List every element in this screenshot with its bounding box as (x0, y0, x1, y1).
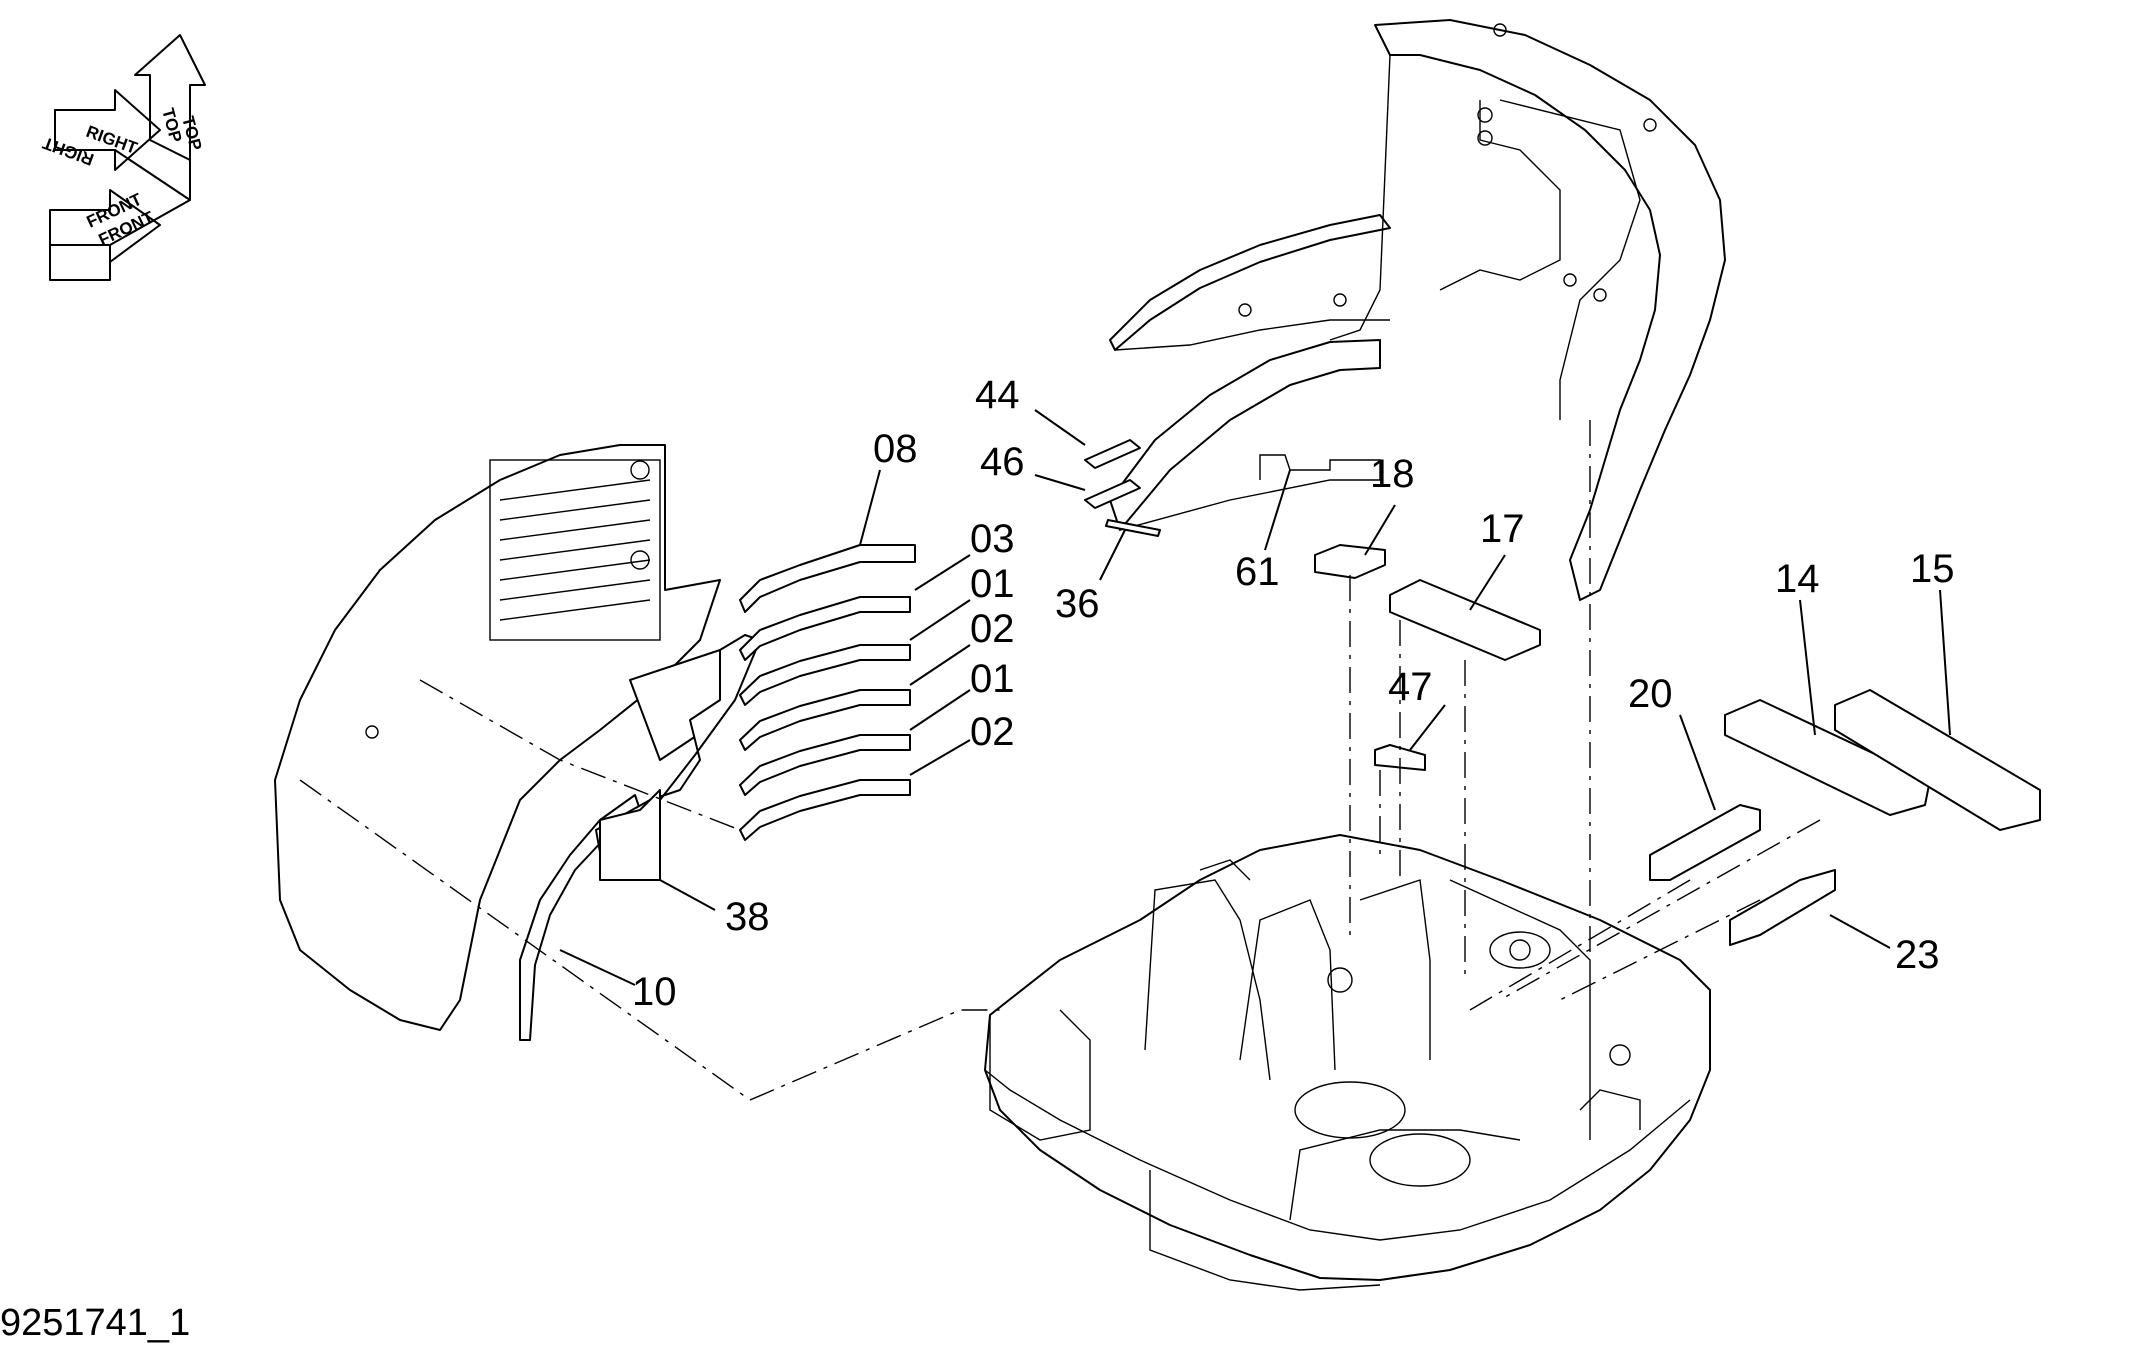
callout-17: 17 (1480, 507, 1525, 551)
strip-part-08 (739, 544, 916, 613)
pad-part-46 (1084, 479, 1141, 509)
callout-02b: 02 (970, 710, 1015, 754)
callout-18: 18 (1370, 452, 1415, 496)
upper-frame-assembly (984, 834, 1711, 1291)
strip-part-01 (739, 644, 911, 706)
callout-leader-lines (559, 409, 1951, 986)
strip-part-36 (1105, 519, 1161, 537)
callout-61: 61 (1235, 550, 1280, 594)
strip-part-02 (739, 689, 911, 751)
callout-20: 20 (1628, 672, 1673, 716)
callout-47: 47 (1388, 665, 1433, 709)
callout-01: 01 (970, 562, 1015, 606)
strip-part-03 (739, 596, 911, 661)
callout-03: 03 (970, 517, 1015, 561)
orientation-label-top-mirrored: TOP (178, 114, 205, 152)
plate-part-23 (1729, 869, 1836, 946)
engine-hood-part-10 (274, 444, 721, 1041)
strip-part-01b (739, 734, 911, 796)
pad-part-18 (1314, 544, 1386, 579)
bracket-part-61 (1109, 339, 1381, 531)
plate-part-20 (1649, 804, 1761, 881)
callout-23: 23 (1895, 933, 1940, 977)
orientation-compass-icon: RIGHT RIGHT FRONT FRONT TOP TOP (40, 34, 206, 281)
callout-36: 36 (1055, 582, 1100, 626)
foam-pads (1314, 544, 1541, 661)
strip-part-02b (739, 779, 911, 841)
callout-46: 46 (980, 440, 1025, 484)
callout-labels: 44 46 08 03 01 02 01 02 36 61 18 17 47 2… (632, 373, 1955, 1014)
seal-strip-stack (739, 544, 916, 841)
callout-15: 15 (1910, 547, 1955, 591)
callout-08: 08 (873, 427, 918, 471)
projection-lines (299, 420, 1821, 1101)
block-part-38 (595, 634, 761, 881)
callout-14: 14 (1775, 557, 1820, 601)
small-pads (1084, 439, 1161, 537)
callout-10: 10 (632, 970, 677, 1014)
pad-part-44 (1084, 439, 1141, 469)
callout-02: 02 (970, 607, 1015, 651)
rear-cover-panel (1109, 19, 1726, 601)
callout-01b: 01 (970, 657, 1015, 701)
document-id: 9251741_1 (0, 1302, 190, 1344)
callout-44: 44 (975, 373, 1020, 417)
plate-part-15 (1834, 689, 2041, 831)
pad-part-17 (1389, 579, 1541, 661)
side-plates (1649, 689, 2041, 946)
clip-part-47 (1374, 744, 1426, 771)
callout-38: 38 (725, 895, 770, 939)
plate-part-14 (1724, 699, 1931, 816)
